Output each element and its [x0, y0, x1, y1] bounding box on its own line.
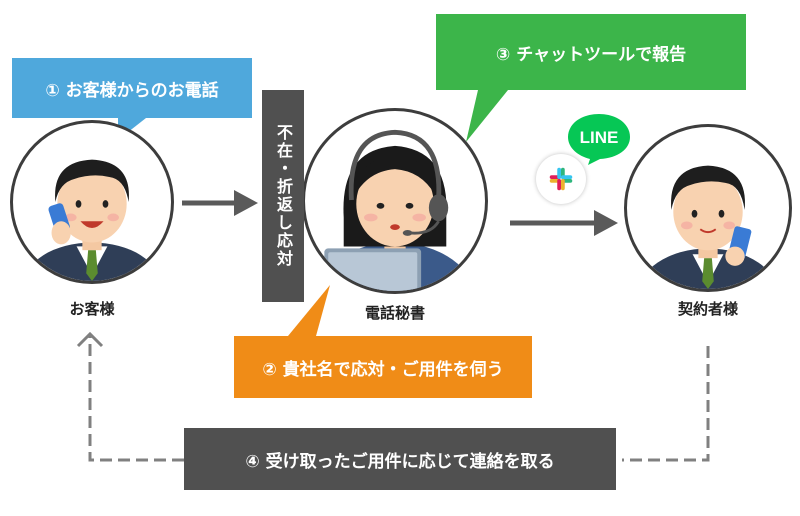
- secretary-illustration: [302, 108, 488, 294]
- slack-icon: [536, 154, 586, 204]
- step3-bubble: ③ チャットツールで報告: [436, 14, 746, 90]
- customer-label: お客様: [69, 300, 115, 318]
- customer-illustration: [10, 120, 174, 284]
- arrow-customer-to-secretary: [182, 190, 258, 216]
- step1-bubble: ① お客様からのお電話: [12, 58, 252, 118]
- step4-bubble: ④ 受け取ったご用件に応じて連絡を取る: [184, 428, 616, 490]
- contractor-label: 契約者様: [677, 300, 738, 318]
- contractor-illustration: [624, 124, 792, 292]
- line-logo: LINE: [566, 112, 632, 166]
- absence-response-box: 不在・折返し応対: [262, 90, 304, 302]
- step3-bubble-tail: [466, 90, 508, 142]
- secretary-label: 電話秘書: [364, 304, 425, 322]
- arrow-secretary-to-contractor: [510, 210, 618, 236]
- line-logo-text: LINE: [580, 128, 619, 147]
- step2-bubble: ② 貴社名で応対・ご用件を伺う: [234, 336, 532, 398]
- return-arrow-head: [76, 331, 104, 348]
